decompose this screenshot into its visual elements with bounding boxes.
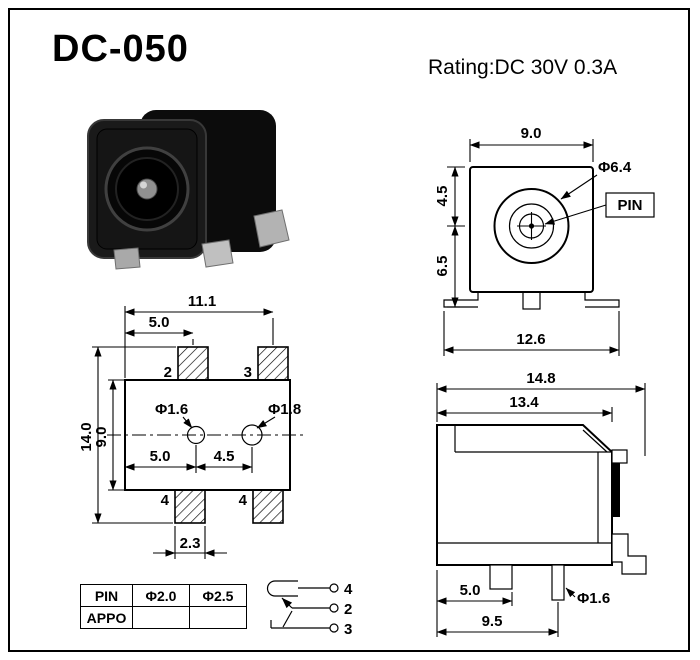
solder-leg-right <box>253 209 290 248</box>
pad-2-label: 2 <box>164 364 172 381</box>
pad-3-label: 3 <box>244 364 252 381</box>
side-peg-dimension: 5.0 <box>436 570 513 637</box>
schematic-terminal-2 <box>329 603 339 613</box>
side-dim-body-width: 13.4 <box>509 394 539 411</box>
product-photo <box>87 110 290 270</box>
pad-2 <box>177 346 209 381</box>
spec-row-pin: PIN Φ2.0 Φ2.5 <box>80 584 247 607</box>
front-view: 9.0 Φ6.4 PIN <box>434 125 655 356</box>
barrel-dia-label: Φ6.4 <box>598 159 632 176</box>
barrel-opening-outline <box>493 188 570 264</box>
barrel-dia-callout: Φ6.4 <box>560 159 632 200</box>
spec-row-appo: APPO <box>80 606 247 629</box>
dip-pin <box>551 564 565 601</box>
front-left-dimensions: 4.5 6.5 <box>434 166 465 308</box>
schematic-terminal-4 <box>329 583 339 593</box>
pin-label-box <box>605 192 655 218</box>
center-mark <box>517 212 546 240</box>
hole-small-callout: Φ1.6 <box>155 401 193 429</box>
spec-cell-dia2: Φ2.5 <box>189 584 247 607</box>
side-pin-dimension: 9.5 <box>436 602 559 637</box>
top-dim-pad-offset: 5.0 <box>149 314 170 331</box>
smt-leg <box>611 533 647 575</box>
side-body-inner-lines <box>437 425 612 544</box>
hole-large-callout: Φ1.8 <box>256 401 301 429</box>
solder-leg-left <box>113 247 141 270</box>
pad-4-right <box>252 489 284 524</box>
jack-barrel-symbol <box>266 580 298 597</box>
pin-label: PIN <box>617 197 642 214</box>
hole-position-dimensions: 5.0 4.5 <box>124 445 253 473</box>
top-dim-overall-height: 14.0 <box>78 422 95 451</box>
side-body-outline <box>436 424 613 566</box>
side-dim-overall-width: 14.8 <box>526 370 555 387</box>
pad-width-dimension: 2.3 <box>153 526 227 559</box>
pin-highlight <box>140 181 147 189</box>
top-dim-hole1-offset: 5.0 <box>150 448 171 465</box>
side-pin-dia-label: Φ1.6 <box>577 590 610 607</box>
front-bottom-dimension: 12.6 <box>443 311 620 356</box>
spec-cell-dia1: Φ2.0 <box>132 584 190 607</box>
top-dim-hole-pitch: 4.5 <box>214 448 235 465</box>
barrel-inner-ring <box>508 203 555 249</box>
pad-4-right-label: 4 <box>239 492 248 509</box>
schematic-terminal-3 <box>329 623 339 633</box>
spec-cell-empty1 <box>132 606 190 629</box>
schematic-pin-2-label: 2 <box>344 601 352 618</box>
front-dim-lower: 6.5 <box>434 256 451 277</box>
front-top-dimension: 9.0 <box>469 125 594 162</box>
hole-small-label: Φ1.6 <box>155 401 188 418</box>
center-tab <box>522 291 541 310</box>
top-dim-pad-width: 2.3 <box>180 535 201 552</box>
hole-small <box>186 425 206 445</box>
top-view: 2 3 4 4 Φ1.6 Φ1.8 11.1 <box>78 293 307 559</box>
center-pin-photo <box>136 178 158 200</box>
locating-peg <box>489 564 513 590</box>
schematic-symbol: 4 2 3 <box>266 580 353 638</box>
schematic-pin-4-label: 4 <box>344 581 353 598</box>
top-height-dimensions: 14.0 9.0 <box>78 346 176 524</box>
front-dim-width: 9.0 <box>521 125 542 142</box>
pad-3 <box>257 346 289 381</box>
part-number-title: DC-050 <box>52 28 189 70</box>
hole-large <box>241 424 263 446</box>
pin-callout: PIN <box>544 192 655 225</box>
spec-cell-empty2 <box>189 606 247 629</box>
side-top-dimensions: 14.8 13.4 <box>436 370 646 456</box>
top-dim-overall-width: 11.1 <box>188 293 216 310</box>
spec-table: PIN Φ2.0 Φ2.5 APPO <box>80 584 247 629</box>
front-dim-overall: 12.6 <box>516 331 545 348</box>
hole-large-label: Φ1.8 <box>268 401 301 418</box>
solder-leg-front <box>201 239 234 268</box>
side-dim-pin-offset: 9.5 <box>482 613 503 630</box>
page-border <box>8 8 690 652</box>
spec-cell-appo: APPO <box>80 606 133 629</box>
rating-text: Rating:DC 30V 0.3A <box>428 56 618 79</box>
side-pin-dia-callout: Φ1.6 <box>565 587 610 607</box>
front-dim-upper: 4.5 <box>434 186 451 207</box>
terminal-tab <box>611 449 628 464</box>
spec-cell-pin: PIN <box>80 584 133 607</box>
terminal-blade <box>612 463 620 517</box>
top-dim-body-height: 9.0 <box>93 427 110 448</box>
front-mounting-feet <box>443 291 620 310</box>
pad-4-left-label: 4 <box>161 492 170 509</box>
schematic-pin-3-label: 3 <box>344 621 352 638</box>
side-view: 14.8 13.4 5.0 <box>436 370 647 637</box>
top-width-dimensions: 11.1 5.0 <box>124 293 274 378</box>
pad-4-left <box>174 489 206 524</box>
side-dim-peg-offset: 5.0 <box>460 582 481 599</box>
